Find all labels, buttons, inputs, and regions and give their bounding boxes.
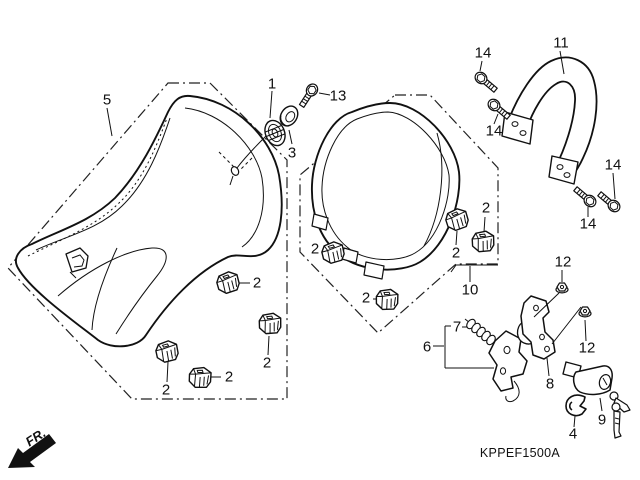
front-arrow-icon xyxy=(8,434,56,468)
seat-grommet xyxy=(264,119,286,147)
callout-2-b: 2 xyxy=(263,355,271,372)
seat-stitch-line xyxy=(27,117,168,257)
grab-rail-foot-right xyxy=(548,155,579,185)
rear-seat-group-box xyxy=(299,94,499,334)
lock-clip xyxy=(565,394,587,417)
seat-tail-seam xyxy=(184,107,264,248)
rear-seat xyxy=(310,102,461,280)
front-direction-marker: FR. xyxy=(8,425,56,468)
seat-lock-assembly xyxy=(464,295,556,403)
callout-14-a: 14 xyxy=(475,45,492,62)
callout-1: 1 xyxy=(268,76,276,93)
main-seat-group-box xyxy=(7,82,288,400)
callout-12-a: 12 xyxy=(555,254,572,271)
seat-mount-bolt xyxy=(296,81,321,110)
cushion-main-3 xyxy=(154,339,180,364)
main-seat xyxy=(15,94,283,348)
callout-2-c: 2 xyxy=(162,382,170,399)
callout-5: 5 xyxy=(103,92,111,109)
callout-4: 4 xyxy=(569,426,577,443)
callout-2-d: 2 xyxy=(225,369,233,386)
cushion-rear-2 xyxy=(374,286,401,313)
callout-2-g: 2 xyxy=(452,245,460,262)
callout-14-b: 14 xyxy=(486,123,503,140)
rail-bolt-bottom-2 xyxy=(595,189,623,215)
rear-seat-tab-bottom xyxy=(363,261,385,280)
seat-nose-hook-inner xyxy=(69,254,85,279)
callout-8: 8 xyxy=(546,376,554,393)
lock-bracket xyxy=(520,295,556,360)
cushion-main-1 xyxy=(214,269,241,296)
callout-2-e: 2 xyxy=(311,241,319,258)
callout-10: 10 xyxy=(462,282,479,299)
cushion-main-4 xyxy=(186,364,214,391)
callout-11: 11 xyxy=(553,35,569,52)
rail-bolt-top-left-2 xyxy=(485,96,513,122)
grab-rail xyxy=(501,56,598,185)
callout-9: 9 xyxy=(598,412,606,429)
callout-14-d: 14 xyxy=(580,216,597,233)
callout-6: 6 xyxy=(423,339,431,356)
lock-nut-right xyxy=(578,306,592,318)
callout-12-b: 12 xyxy=(579,340,596,357)
callout-2-h: 2 xyxy=(482,200,490,217)
seat-pan-edge xyxy=(91,247,118,331)
rear-seat-top-rim xyxy=(321,111,450,261)
keys xyxy=(609,391,631,439)
lock-spring xyxy=(464,318,496,346)
cushion-rear-1 xyxy=(320,240,346,265)
callout-2-a: 2 xyxy=(253,275,261,292)
seat-collar xyxy=(279,105,299,127)
rail-bolt-bottom-1 xyxy=(571,184,599,210)
callout-2-f: 2 xyxy=(362,290,370,307)
callout-7: 7 xyxy=(453,319,461,336)
cushion-rear-4 xyxy=(470,229,496,254)
lock-latch-plate xyxy=(488,330,528,392)
callout-3: 3 xyxy=(288,145,296,162)
diagram-code: KPPEF1500A xyxy=(480,446,560,460)
callout-13: 13 xyxy=(330,88,347,105)
seat-pan-tongue xyxy=(57,247,167,335)
lock-cylinder xyxy=(562,361,631,439)
cushion-main-2 xyxy=(257,311,283,336)
seat-mount-detail xyxy=(218,135,267,186)
rear-seat-tab-left xyxy=(311,213,329,231)
callout-14-c: 14 xyxy=(605,157,622,174)
rear-seat-seam xyxy=(423,132,443,247)
lock-nut-top xyxy=(555,282,569,294)
lock-rod xyxy=(505,380,520,403)
rail-bolt-top-left-1 xyxy=(472,69,500,95)
grab-rail-foot-left xyxy=(501,111,534,145)
